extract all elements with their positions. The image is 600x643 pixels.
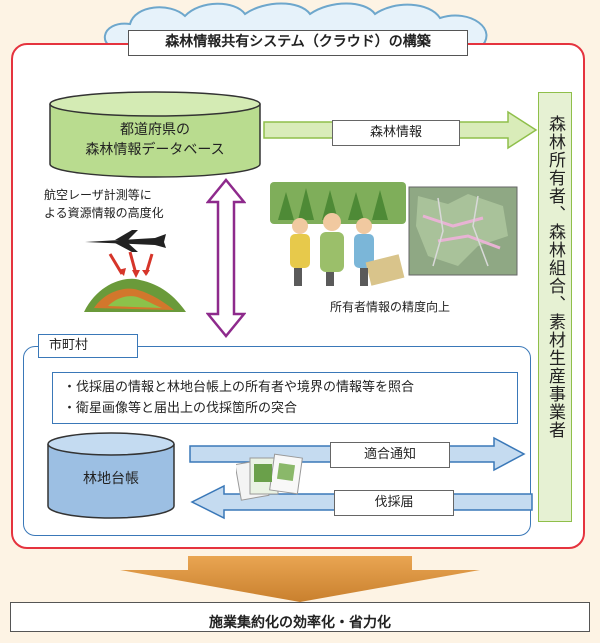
lidar-caption: 航空レーザ計測等に よる資源情報の高度化 (44, 186, 164, 222)
forest-info-label: 森林情報 (332, 120, 460, 146)
people-meeting-icon (270, 182, 406, 286)
forest-3d-icon (84, 251, 186, 312)
check-item: ・伐採届の情報と林地台帳上の所有者や境界の情報等を照合 (63, 380, 415, 395)
page-title: 森林情報共有システム（クラウド）の構築 (128, 30, 468, 56)
lidar-caption-line2: よる資源情報の高度化 (44, 206, 164, 220)
stakeholders-text: 森林所有者、森林組合、素材生産事業者 (545, 115, 565, 439)
result-label: 施業集約化の効率化・省力化 (10, 602, 590, 632)
database-label-line2: 森林情報データベース (85, 142, 225, 158)
documents-icon (236, 453, 303, 501)
verification-box: ・伐採届の情報と林地台帳上の所有者や境界の情報等を照合 ・衛星画像等と届出上の伐… (52, 372, 518, 424)
bidirectional-arrow (206, 178, 246, 338)
felling-label: 伐採届 (334, 490, 454, 516)
check-item: ・衛星画像等と届出上の伐採箇所の突合 (63, 401, 298, 416)
lidar-caption-line1: 航空レーザ計測等に (44, 188, 152, 202)
aerial-map-icon (408, 186, 518, 276)
municipality-label: 市町村 (38, 334, 138, 358)
airplane-icon (85, 230, 166, 252)
conformity-label: 適合通知 (330, 442, 450, 468)
ledger-label: 林地台帳 (83, 471, 139, 487)
forest-ledger-icon (47, 432, 175, 519)
owner-caption: 所有者情報の精度向上 (330, 300, 451, 314)
database-label-line1: 都道府県の (120, 122, 190, 138)
prefecture-database-icon (49, 91, 261, 178)
result-arrow (120, 556, 480, 602)
stakeholders-bar: 森林所有者、森林組合、素材生産事業者 (538, 92, 572, 522)
database-label: 都道府県の 森林情報データベース (48, 120, 262, 160)
